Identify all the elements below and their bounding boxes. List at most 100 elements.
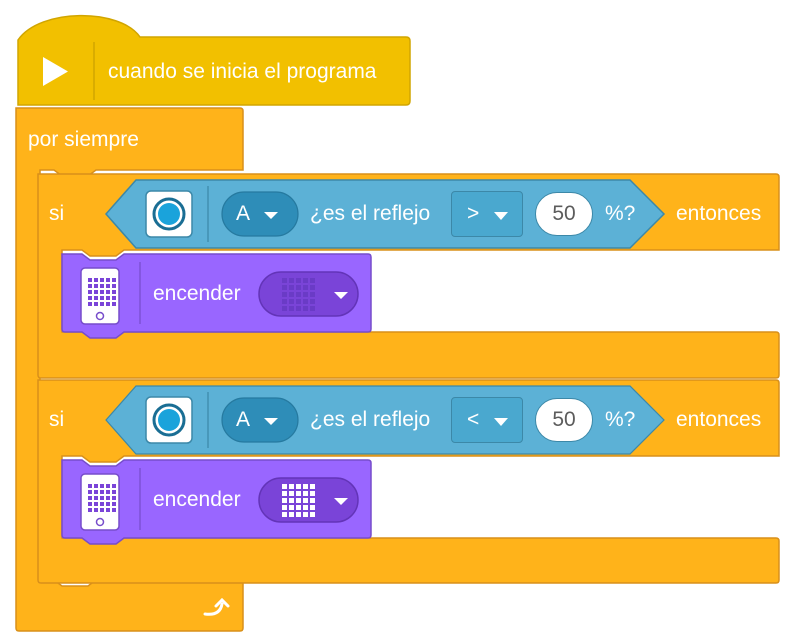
matrix-pixel [106, 284, 110, 288]
matrix-pixel [100, 284, 104, 288]
matrix-pixel [303, 306, 308, 311]
matrix-pixel [88, 496, 92, 500]
operator-dropdown-1[interactable]: > [451, 191, 523, 237]
matrix-pixel [282, 306, 287, 311]
hub-screen-icon [88, 278, 116, 306]
matrix-dropdown-2[interactable] [258, 477, 359, 523]
matrix-pixel [282, 491, 287, 496]
matrix-pixel [296, 306, 301, 311]
matrix-pixel [106, 508, 110, 512]
matrix-pixel [94, 290, 98, 294]
percent-label-1: %? [605, 202, 636, 225]
matrix-pixel [296, 285, 301, 290]
matrix-pixel [282, 505, 287, 510]
matrix-pixel [94, 284, 98, 288]
matrix-pixel [310, 292, 315, 297]
reflect-text-1: ¿es el reflejo [310, 202, 431, 225]
matrix-pixel [100, 484, 104, 488]
matrix-pixel [88, 484, 92, 488]
matrix-pixel [100, 508, 104, 512]
matrix-pixel [296, 491, 301, 496]
matrix-pixel [296, 505, 301, 510]
matrix-pixel [310, 491, 315, 496]
threshold-input-2[interactable]: 50 [535, 398, 593, 442]
light-label-2: encender [153, 488, 241, 511]
matrix-pixel [289, 512, 294, 517]
matrix-pixel [310, 285, 315, 290]
matrix-pixel [296, 498, 301, 503]
matrix-pixel [282, 484, 287, 489]
matrix-dropdown-1[interactable] [258, 271, 359, 317]
matrix-pixel [289, 299, 294, 304]
chevron-down-icon[interactable] [264, 418, 278, 425]
matrix-pixel [100, 290, 104, 294]
matrix-pixel [310, 512, 315, 517]
matrix-pixel [100, 502, 104, 506]
operator-label: > [467, 202, 480, 225]
matrix-pixel [106, 278, 110, 282]
matrix-pixel [296, 278, 301, 283]
matrix-pixel [303, 498, 308, 503]
matrix-pixel [94, 296, 98, 300]
matrix-pixel [88, 296, 92, 300]
chevron-down-icon[interactable] [334, 498, 348, 505]
matrix-pixel [303, 484, 308, 489]
matrix-pixel [303, 299, 308, 304]
color-sensor-icon [145, 396, 193, 444]
chevron-down-icon[interactable] [334, 292, 348, 299]
matrix-pixel [289, 292, 294, 297]
matrix-preview-bright [282, 484, 315, 517]
when-program-starts-block[interactable] [17, 14, 411, 106]
port-dropdown-2[interactable] [221, 397, 299, 443]
light-label-1: encender [153, 282, 241, 305]
matrix-pixel [112, 502, 116, 506]
matrix-pixel [94, 502, 98, 506]
matrix-pixel [303, 512, 308, 517]
matrix-pixel [289, 491, 294, 496]
matrix-pixel [310, 278, 315, 283]
matrix-pixel [112, 302, 116, 306]
matrix-pixel [88, 278, 92, 282]
matrix-pixel [282, 285, 287, 290]
matrix-pixel [106, 296, 110, 300]
matrix-pixel [100, 302, 104, 306]
matrix-pixel [289, 285, 294, 290]
matrix-pixel [282, 498, 287, 503]
matrix-pixel [289, 505, 294, 510]
matrix-pixel [310, 484, 315, 489]
matrix-pixel [88, 284, 92, 288]
matrix-pixel [88, 508, 92, 512]
forever-label: por siempre [28, 128, 139, 151]
port-label-2: A [236, 408, 251, 431]
matrix-pixel [94, 496, 98, 500]
threshold-input-1[interactable]: 50 [535, 192, 593, 236]
matrix-pixel [310, 505, 315, 510]
matrix-pixel [106, 496, 110, 500]
matrix-pixel [112, 278, 116, 282]
matrix-pixel [88, 502, 92, 506]
if-keyword-1: si [49, 202, 65, 225]
matrix-pixel [289, 498, 294, 503]
percent-label-2: %? [605, 408, 636, 431]
chevron-down-icon [494, 418, 508, 426]
matrix-pixel [100, 296, 104, 300]
then-keyword-1: entonces [676, 202, 762, 225]
matrix-pixel [303, 285, 308, 290]
matrix-pixel [94, 302, 98, 306]
operator-dropdown-2[interactable]: < [451, 397, 523, 443]
port-label-1: A [236, 202, 251, 225]
matrix-pixel [282, 512, 287, 517]
matrix-pixel [94, 484, 98, 488]
matrix-pixel [106, 490, 110, 494]
matrix-preview-dim [282, 278, 315, 311]
matrix-pixel [88, 490, 92, 494]
matrix-pixel [112, 496, 116, 500]
port-dropdown-1[interactable] [221, 191, 299, 237]
chevron-down-icon[interactable] [264, 212, 278, 219]
matrix-pixel [112, 296, 116, 300]
chevron-down-icon [494, 212, 508, 220]
matrix-pixel [289, 306, 294, 311]
matrix-pixel [303, 278, 308, 283]
matrix-pixel [296, 512, 301, 517]
